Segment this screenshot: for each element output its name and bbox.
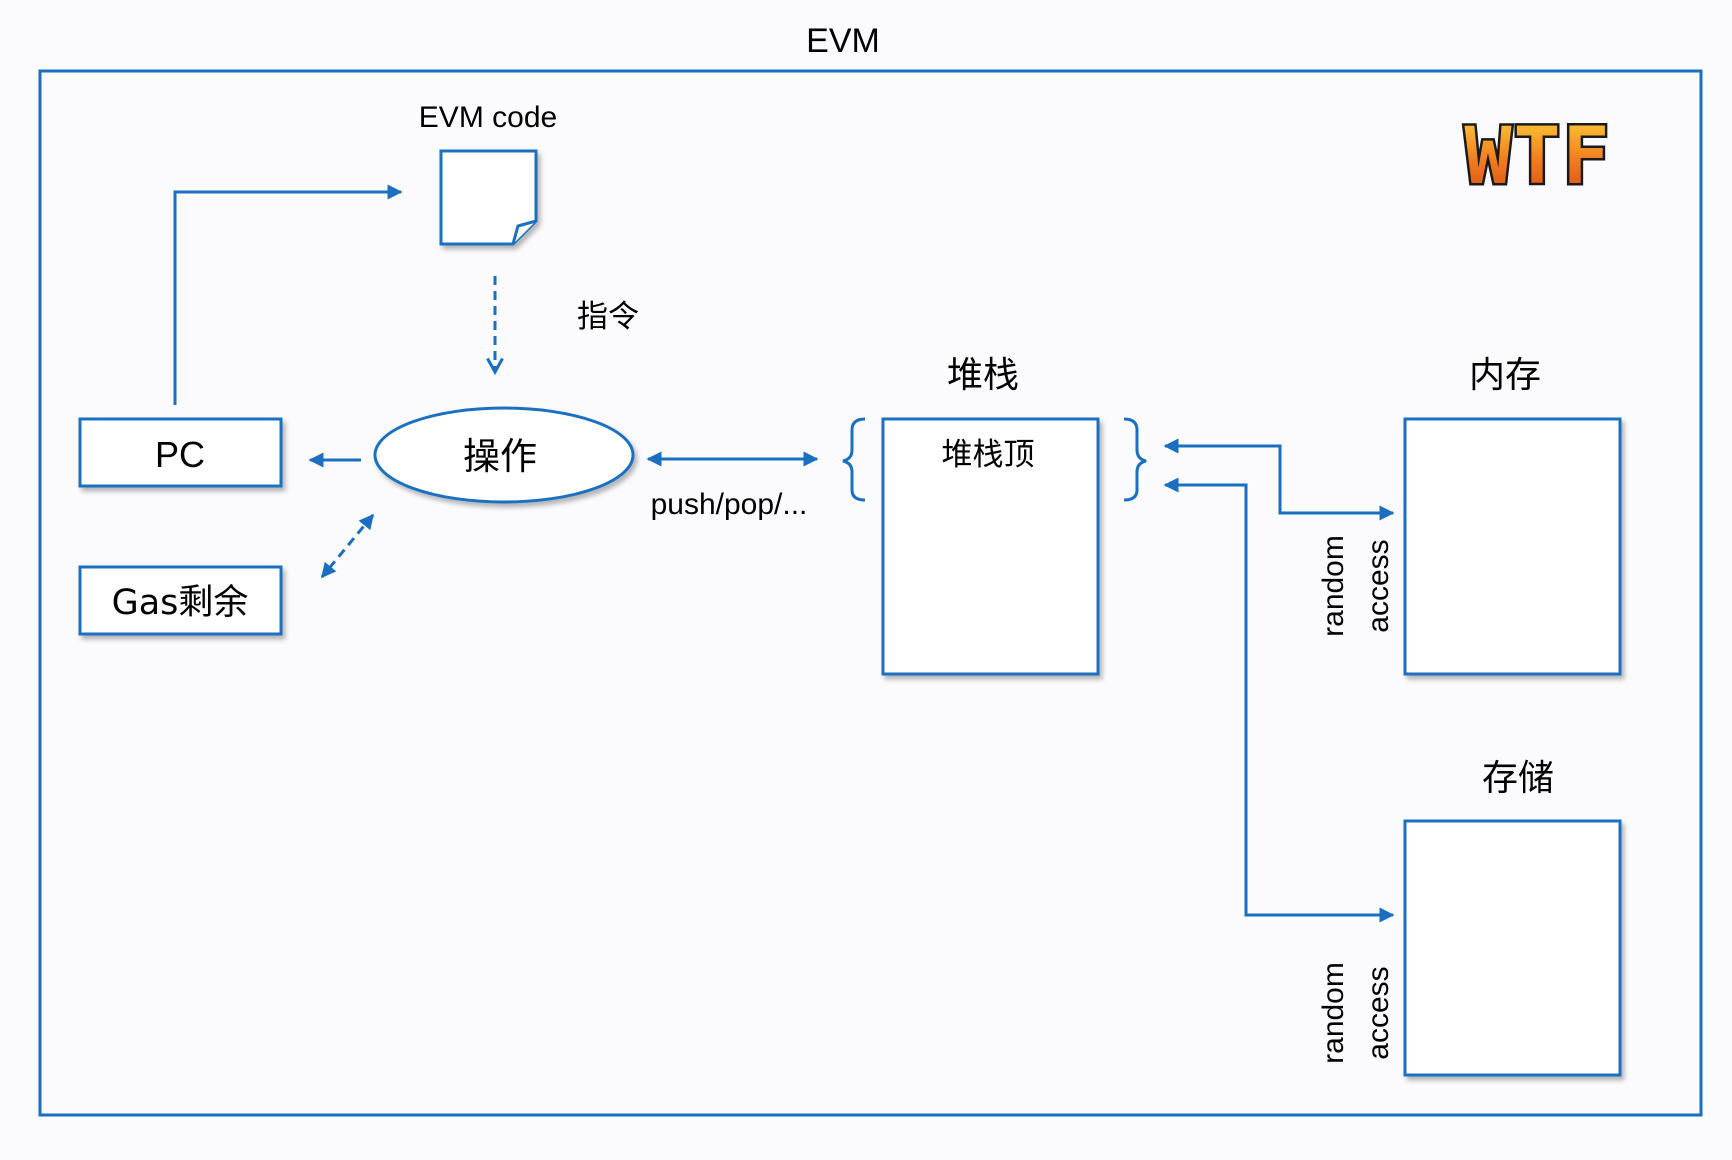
- instruction-label: 指令: [577, 299, 639, 335]
- stack-op-label: push/pop/...: [651, 488, 808, 521]
- container-title: EVM: [806, 22, 880, 60]
- stack-left-brace: [842, 417, 866, 502]
- gas-label: Gas剩余: [112, 583, 249, 623]
- pc-box: [78, 417, 283, 488]
- memory-access-random: random: [1317, 535, 1350, 637]
- memory-access-access: access: [1362, 539, 1395, 632]
- wtf-logo: WTF: [1462, 110, 1612, 205]
- stack-right-brace: [1123, 417, 1147, 502]
- memory-box: [1403, 417, 1622, 676]
- evm-code-document-icon: [439, 149, 538, 246]
- stack-title: 堆栈: [947, 355, 1019, 396]
- operation-label: 操作: [463, 435, 537, 478]
- stack-box: [881, 417, 1100, 676]
- stack-top-label: 堆栈顶: [942, 437, 1035, 473]
- wtf-logo-text: WTF: [1465, 112, 1612, 202]
- storage-box: [1403, 819, 1622, 1077]
- pc-label: PC: [155, 434, 205, 475]
- stack-storage-arrow: [1163, 477, 1395, 923]
- gas-box: [78, 565, 283, 636]
- evm-code-label: EVM code: [419, 101, 557, 134]
- storage-title: 存储: [1482, 758, 1554, 799]
- operation-gas-arrow: [320, 513, 375, 579]
- operation-ellipse: [373, 406, 635, 504]
- storage-access-access: access: [1362, 966, 1395, 1059]
- memory-title: 内存: [1469, 355, 1541, 396]
- storage-access-random: random: [1317, 962, 1350, 1064]
- pc-to-code-arrow: [173, 184, 403, 405]
